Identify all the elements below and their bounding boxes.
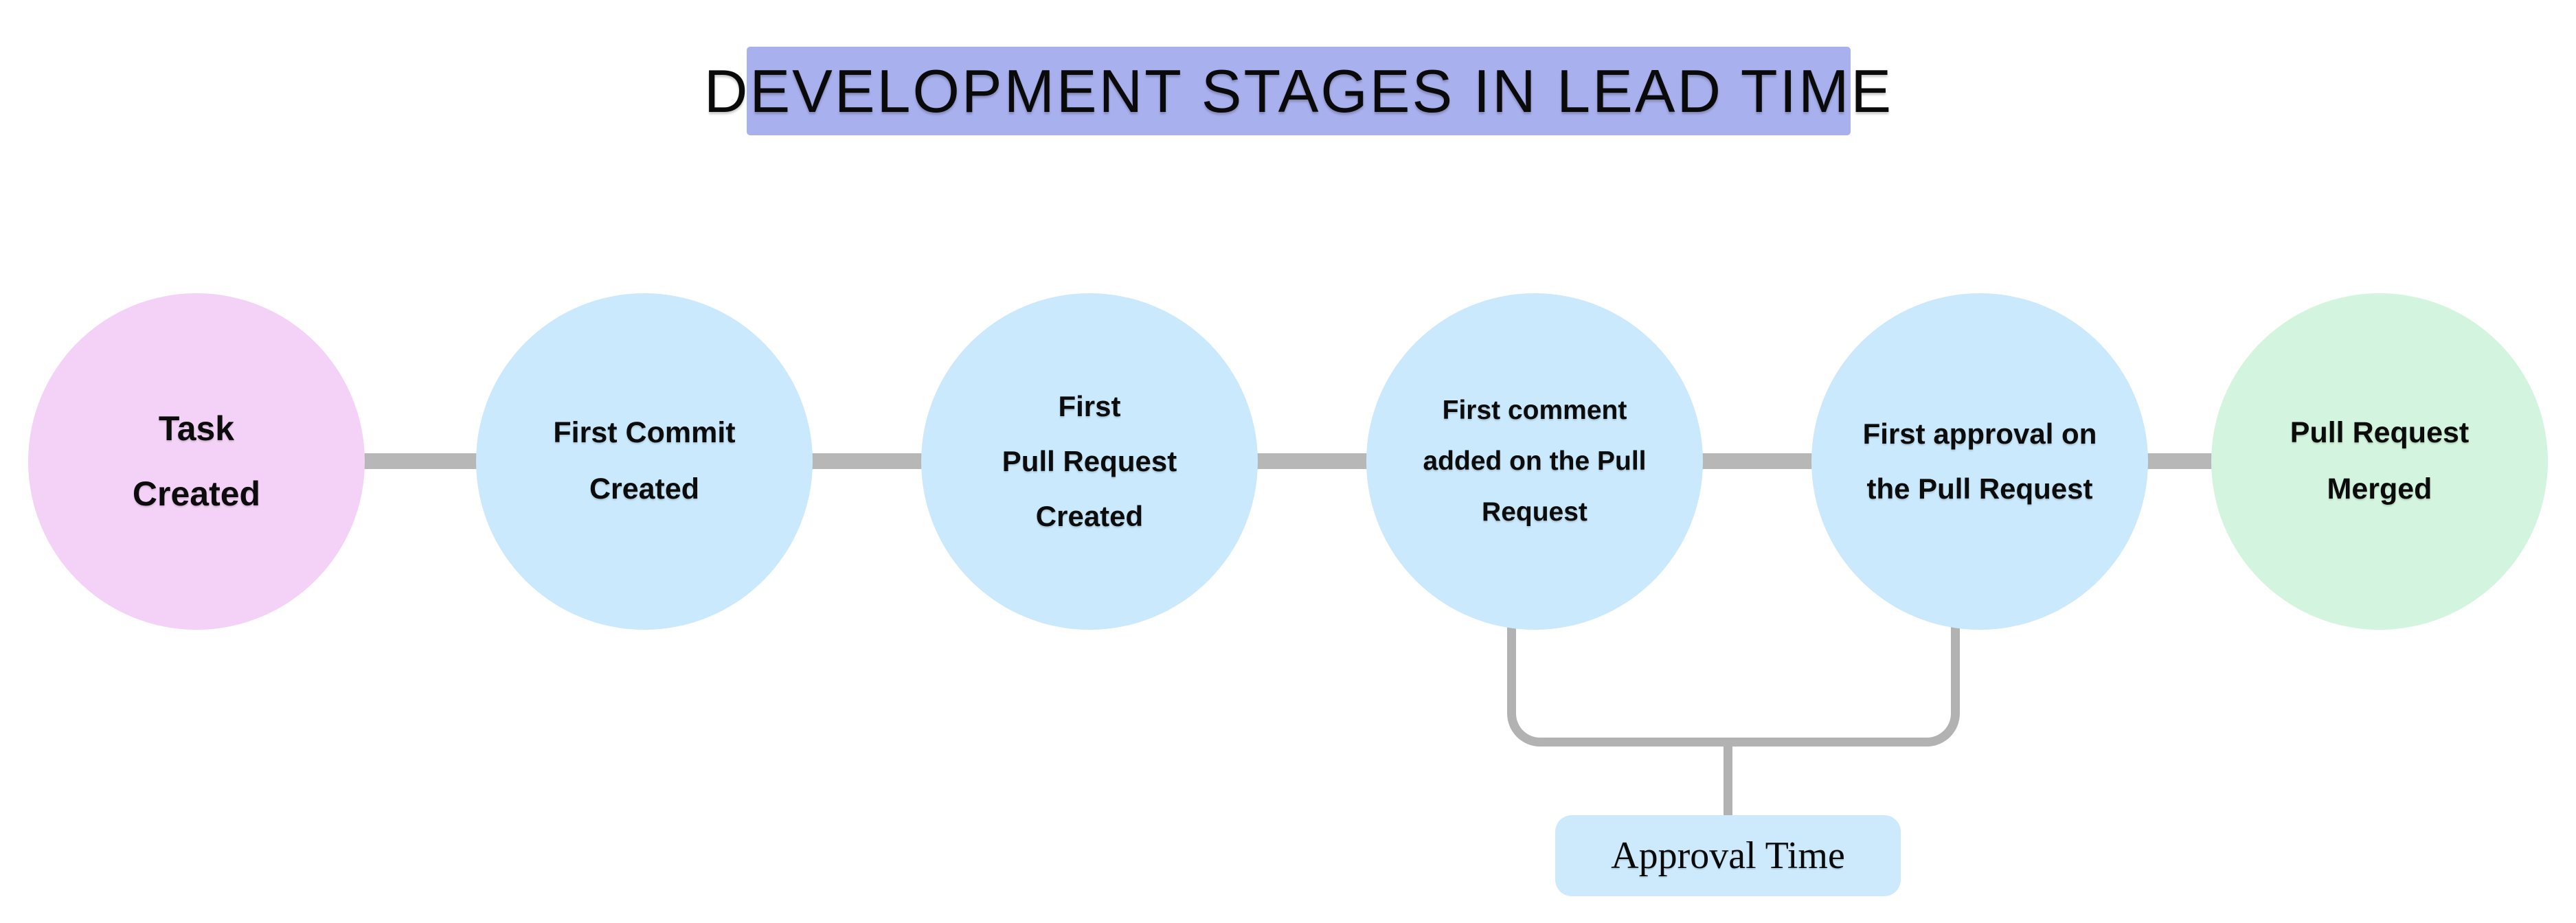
stage-node-first-approval: First approval on the Pull Request bbox=[1811, 293, 2148, 630]
stage-label-line: Pull Request bbox=[2290, 416, 2470, 450]
stage-label-line: Created bbox=[589, 472, 700, 505]
stage-label: First comment added on the Pull Request bbox=[1423, 385, 1646, 538]
stage-node-first-comment-added: First comment added on the Pull Request bbox=[1366, 293, 1703, 630]
stage-label: First Pull Request Created bbox=[1002, 379, 1177, 543]
stage-label-line: Task bbox=[158, 409, 235, 448]
stage-label-line: Pull Request bbox=[1002, 445, 1177, 478]
stage-label: Pull Request Merged bbox=[2290, 405, 2469, 517]
stage-node-task-created: Task Created bbox=[28, 293, 365, 630]
stage-label: Task Created bbox=[133, 396, 260, 527]
stage-label-line: First Commit bbox=[553, 416, 736, 450]
title-box: DEVELOPMENT STAGES IN LEAD TIME bbox=[704, 47, 1891, 135]
stage-label: First approval on the Pull Request bbox=[1863, 407, 2097, 516]
stage-label-line: First comment bbox=[1442, 395, 1627, 425]
stage-label-line: Created bbox=[1035, 499, 1144, 532]
stage-label-line: added on the Pull bbox=[1423, 446, 1647, 476]
stage-label-line: First approval on bbox=[1862, 418, 2097, 451]
stage-label: First Commit Created bbox=[553, 405, 735, 517]
approval-time-label-box: Approval Time bbox=[1555, 815, 1901, 896]
stage-node-first-pull-request-created: First Pull Request Created bbox=[921, 293, 1258, 630]
stage-label-line: Created bbox=[132, 475, 261, 513]
stage-node-first-commit-created: First Commit Created bbox=[476, 293, 813, 630]
stage-label-line: Merged bbox=[2327, 472, 2432, 505]
approval-bracket bbox=[1507, 626, 1960, 747]
stage-label-line: First bbox=[1058, 390, 1121, 423]
page-title: DEVELOPMENT STAGES IN LEAD TIME bbox=[703, 56, 1894, 125]
stage-label-line: the Pull Request bbox=[1866, 472, 2093, 505]
stage-node-pull-request-merged: Pull Request Merged bbox=[2211, 293, 2548, 630]
approval-time-label: Approval Time bbox=[1611, 834, 1845, 877]
approval-bracket-drop-line bbox=[1724, 745, 1732, 817]
stage-label-line: Request bbox=[1482, 497, 1588, 527]
